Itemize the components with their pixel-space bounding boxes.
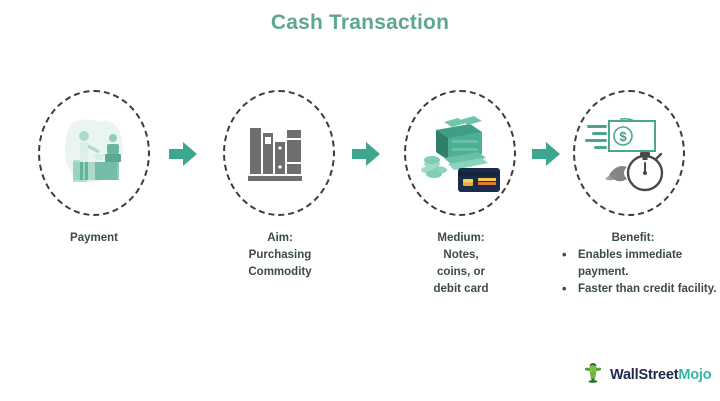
list-item: Enables immediate payment. — [560, 246, 718, 281]
brand-name-part2: Mojo — [678, 366, 712, 383]
brand-name-part1: WallStreet — [610, 366, 679, 383]
wallstreetmojo-logo: WallStreetMojo — [581, 360, 712, 389]
caption-line: debit card — [433, 283, 489, 295]
wallstreetmojo-bull-mark-icon — [581, 360, 605, 389]
flow-caption-aim: Aim: Purchasing Commodity — [213, 230, 347, 281]
arrow-right-icon — [351, 140, 381, 168]
cashier-payment-illustration-icon — [40, 92, 148, 214]
caption-line: Purchasing — [248, 249, 312, 261]
fast-money-stopwatch-icon: $ — [575, 92, 683, 214]
arrow-right-icon — [168, 140, 198, 168]
cash-coins-debit-card-icon — [406, 92, 514, 214]
flow-step-aim — [223, 90, 335, 216]
flow-caption-benefit: Benefit: Enables immediate payment. Fast… — [548, 230, 718, 298]
flow-step-payment — [38, 90, 150, 216]
list-item: Faster than credit facility. — [560, 280, 718, 298]
flow-caption-payment: Payment — [24, 230, 164, 247]
caption-line: coins, or — [437, 266, 485, 278]
page-title: Cash Transaction — [270, 11, 450, 34]
caption-line: Payment — [70, 232, 118, 244]
flow-step-benefit: $ — [573, 90, 685, 216]
flow-step-medium — [404, 90, 516, 216]
process-flow-diagram: $ — [0, 88, 720, 218]
caption-line: Aim: — [267, 232, 293, 244]
benefit-bullet-list: Enables immediate payment. Faster than c… — [560, 246, 718, 298]
caption-line: Medium: — [437, 232, 485, 244]
caption-heading: Benefit: — [611, 232, 655, 244]
svg-text:$: $ — [619, 129, 627, 144]
caption-line: Commodity — [248, 266, 312, 278]
arrow-right-icon — [531, 140, 561, 168]
caption-line: Notes, — [443, 249, 479, 261]
books-shelf-icon — [225, 92, 333, 214]
flow-caption-medium: Medium: Notes, coins, or debit card — [396, 230, 526, 298]
brand-wordmark: WallStreetMojo — [610, 366, 712, 383]
